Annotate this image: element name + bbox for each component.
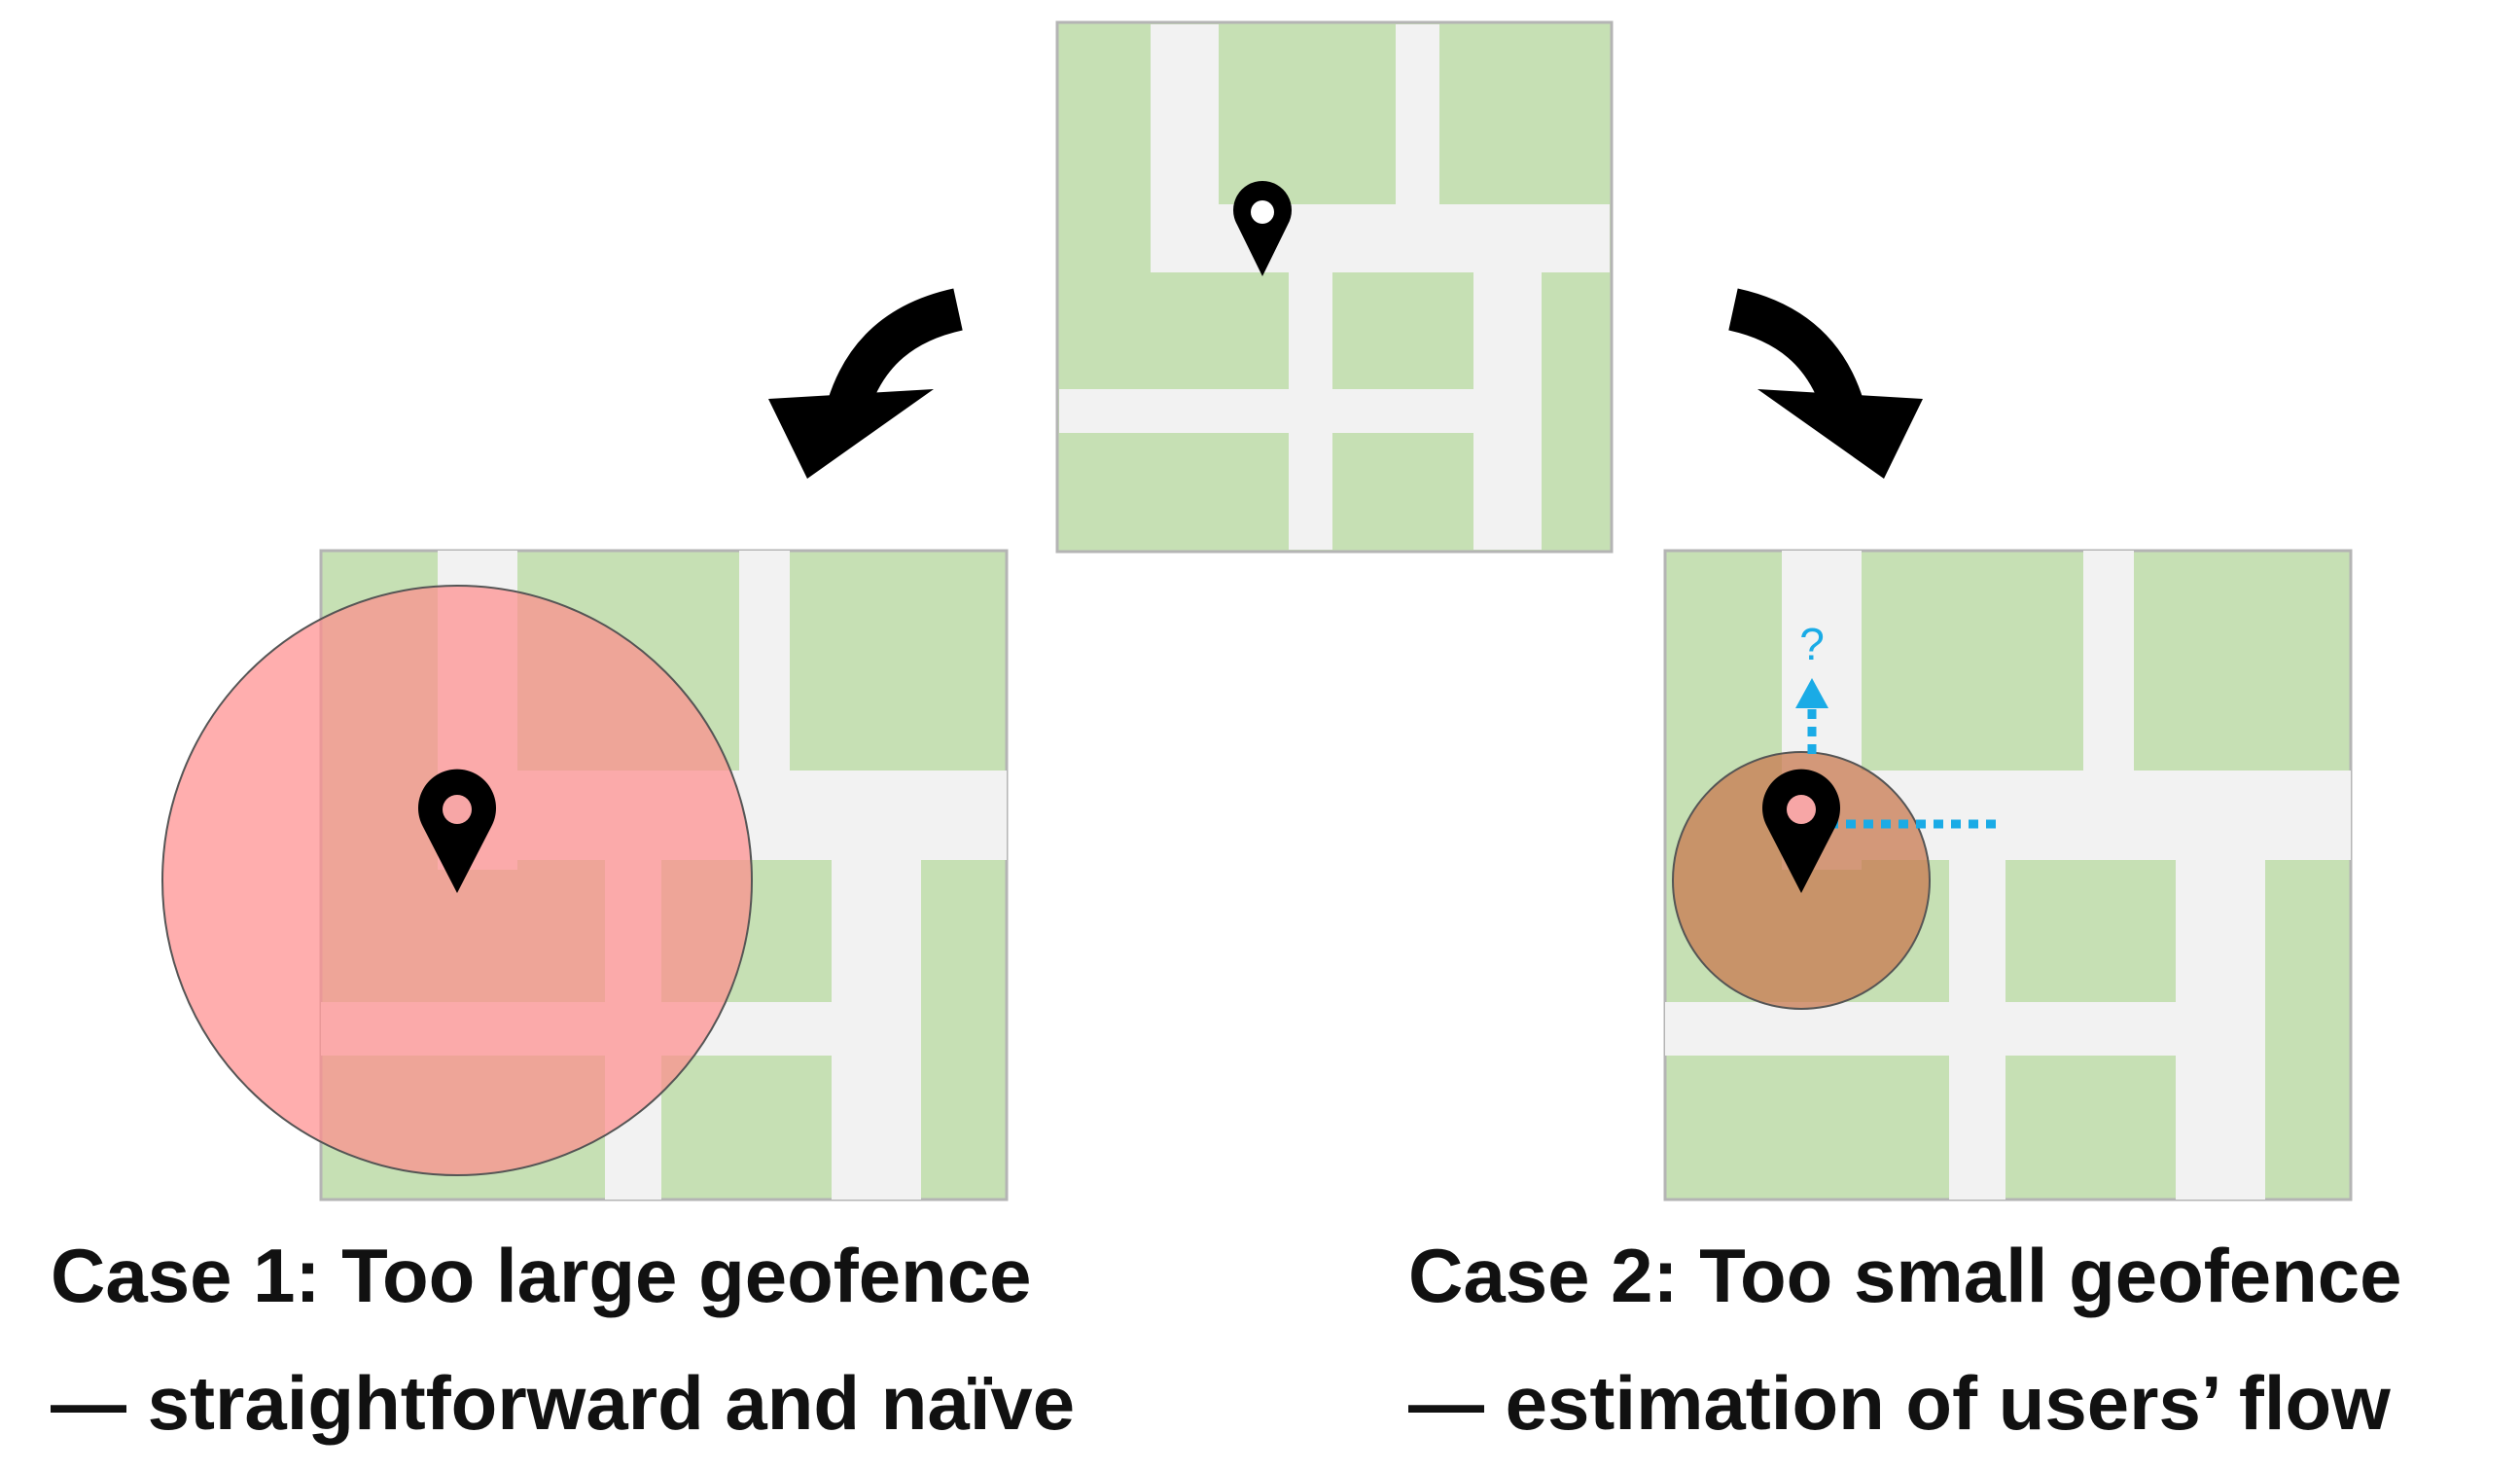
curved-arrow-icon <box>1727 288 1923 479</box>
dotted-arrow-icon <box>1795 678 1828 754</box>
case2-caption-title: Case 2: Too small geofence <box>1408 1233 2402 1318</box>
case2-caption-subtitle: — estimation of users’ flow <box>1408 1360 2391 1446</box>
case1-caption-title: Case 1: Too large geofence <box>51 1233 1032 1318</box>
map-pin-icon <box>418 769 496 893</box>
case2-map: ? <box>1663 549 2353 1201</box>
unknown-direction-label: ? <box>1799 619 1825 669</box>
case1-caption-subtitle: — straightforward and naïve <box>51 1360 1076 1446</box>
map-pin-icon <box>1233 181 1292 276</box>
case1-map <box>161 549 1009 1201</box>
curved-arrow-icon <box>768 288 964 479</box>
map-pin-icon <box>1762 769 1840 893</box>
original-location-map <box>1055 20 1614 554</box>
